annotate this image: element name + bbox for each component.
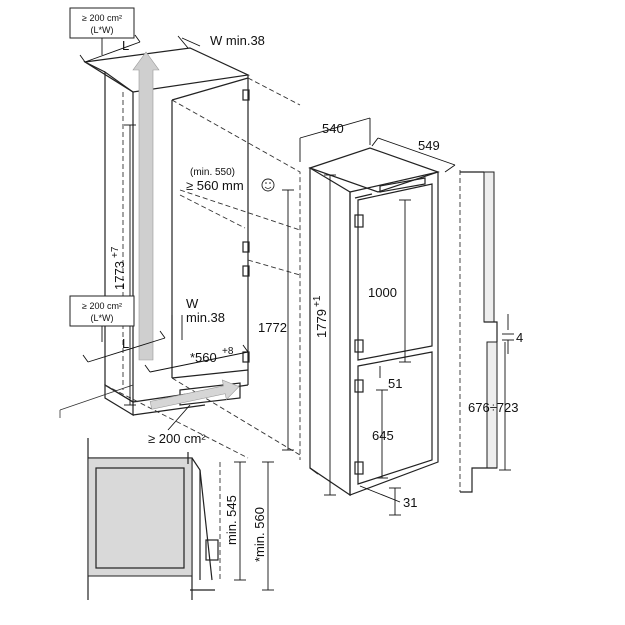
door-height-dimension: 1772 (258, 189, 294, 451)
rail-gap-text: 4 (516, 330, 523, 345)
top-L-text: L (122, 38, 129, 53)
detail-560-dimension: *min. 560 (252, 461, 274, 591)
bottom-vent-area-text: ≥ 200 cm² (148, 431, 206, 446)
niche-width-tol-text: +8 (222, 346, 234, 357)
airflow-arrow (132, 51, 240, 410)
mid-vent-label: ≥ 200 cm² (L*W) (69, 295, 135, 327)
bottom-dimension: 31 (359, 485, 417, 516)
appliance (308, 147, 440, 497)
door-rail (459, 170, 498, 493)
appliance-height-dimension: 1779 +1 (312, 174, 336, 496)
upper-door-dimension: 1000 (368, 199, 411, 363)
door-height-text: 1772 (258, 320, 287, 335)
top-L-dimension: L (79, 34, 141, 63)
smiley-icon (261, 178, 275, 192)
depth-min-text: ≥ 560 mm (186, 178, 244, 193)
detail-view (87, 438, 221, 600)
mid-W-text: W (186, 296, 199, 311)
mid-L-dimension: L (82, 330, 166, 363)
mid-vent-formula-text: (L*W) (91, 313, 114, 323)
appliance-height-tol-text: +1 (312, 295, 323, 307)
upper-door-text: 1000 (368, 285, 397, 300)
niche-width-text: *560 (190, 350, 217, 365)
lower-door-dimension: 645 (372, 389, 394, 479)
depth-min-paren-text: (min. 550) (190, 167, 235, 178)
niche-height-dimension: 1773 +7 (110, 124, 136, 406)
mid-vent-area-text: ≥ 200 cm² (82, 301, 122, 311)
top-W-dimension: W min.38 (177, 33, 265, 49)
lower-door-text: 645 (372, 428, 394, 443)
niche-cabinet (59, 47, 301, 460)
niche-height-text: 1773 (112, 261, 127, 290)
top-vent-label: ≥ 200 cm² (L*W) (69, 7, 135, 39)
rail-range-text: 676÷723 (468, 400, 519, 415)
bottom-text: 31 (403, 495, 417, 510)
gap-text: 51 (388, 376, 402, 391)
rail-gap-dimension: 4 (502, 314, 523, 354)
bottom-vent-label: ≥ 200 cm² (148, 404, 206, 446)
rail-range-dimension: 676÷723 (468, 342, 519, 471)
top-vent-formula-text: (L*W) (91, 25, 114, 35)
detail-545-text: min. 545 (224, 495, 239, 545)
appliance-width-dimension: 540 (299, 117, 371, 162)
mid-L-text: L (122, 336, 129, 351)
mid-W-dimension: W min.38 (171, 296, 225, 340)
niche-width-dimension: *560 +8 (144, 344, 249, 373)
appliance-depth-text: 549 (418, 138, 440, 153)
detail-545-dimension: min. 545 (224, 461, 246, 581)
detail-560-text: *min. 560 (252, 507, 267, 562)
top-W-min-text: W min.38 (210, 33, 265, 48)
appliance-depth-dimension: 549 (371, 137, 456, 173)
gap-dimension: 51 (379, 366, 402, 391)
appliance-height-text: 1779 (314, 309, 329, 338)
mid-W-min-text: min.38 (186, 310, 225, 325)
appliance-width-text: 540 (322, 121, 344, 136)
top-vent-area-text: ≥ 200 cm² (82, 13, 122, 23)
niche-height-tol-text: +7 (110, 246, 121, 258)
depth-label: (min. 550) ≥ 560 mm (186, 167, 275, 193)
